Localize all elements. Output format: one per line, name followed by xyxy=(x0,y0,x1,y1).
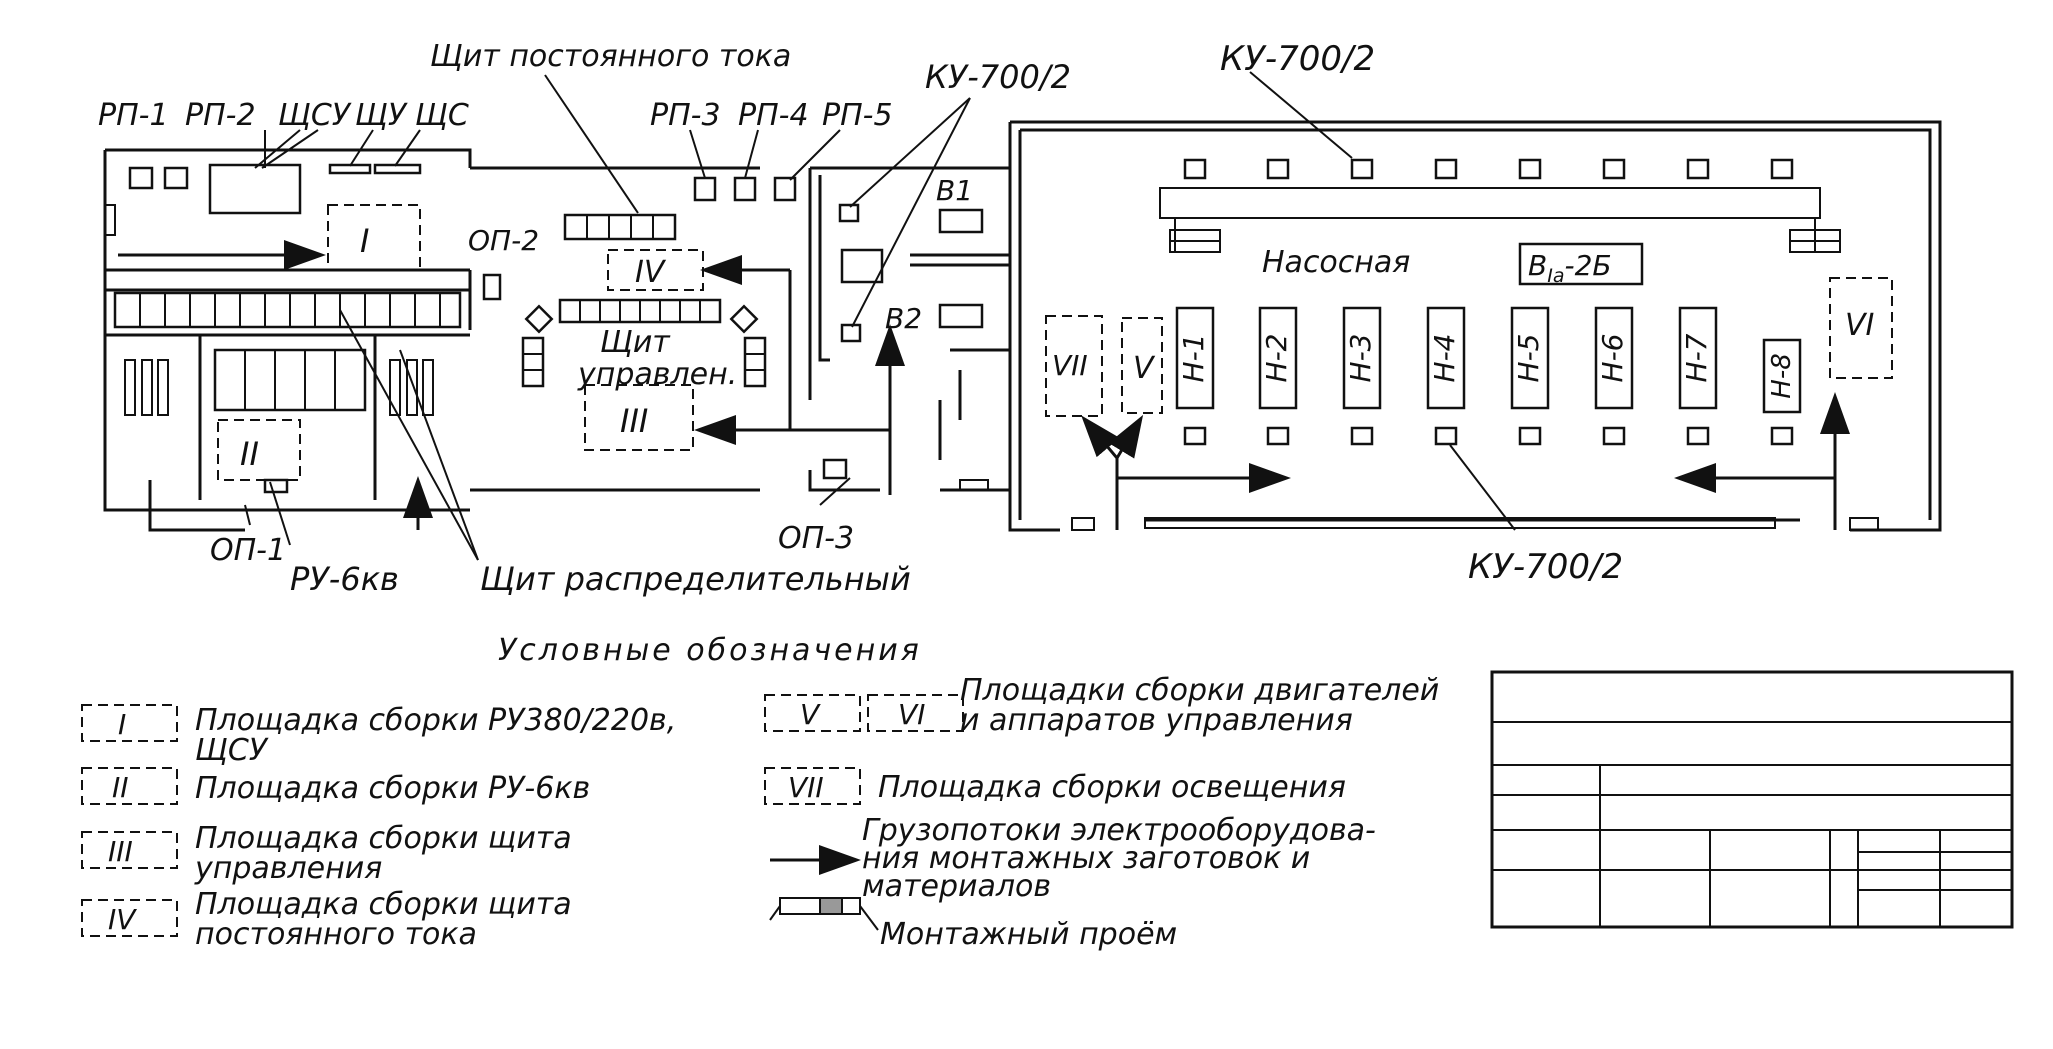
legend-i-text-2: ЩСУ xyxy=(195,733,269,768)
zone-v: V xyxy=(1133,351,1156,386)
legend-iii-text-2: управления xyxy=(194,851,382,886)
legend-opening-text: Монтажный проём xyxy=(880,917,1177,952)
zone-iii: III xyxy=(620,402,648,440)
distribution-board-label: Щит распределительный xyxy=(480,560,911,598)
leader-lines xyxy=(244,71,1516,561)
legend-iv-num: IV xyxy=(108,903,137,936)
pump-label-1: Н-1 xyxy=(1177,334,1210,383)
legend-v-num: V xyxy=(800,698,821,731)
pump-label-2: Н-2 xyxy=(1260,334,1293,383)
ku-top-row xyxy=(1183,158,1794,180)
dc-board-label: Щит постоянного тока xyxy=(430,39,791,74)
op3-label: ОП-3 xyxy=(778,521,854,556)
control-board-label-1: Щит xyxy=(600,325,671,360)
ku-label-bottom: КУ-700/2 xyxy=(1468,547,1623,587)
ru6-label: РУ-6кв xyxy=(290,560,399,598)
zone-vii: VII xyxy=(1052,349,1088,382)
rp3-rp5-panels xyxy=(693,176,797,202)
pump-label-5: Н-5 xyxy=(1512,334,1545,383)
transformer-cells xyxy=(124,359,434,416)
pump-label-8: Н-8 xyxy=(1767,353,1797,398)
op1-label: ОП-1 xyxy=(210,533,286,568)
pump-hall-walls xyxy=(1008,120,1942,532)
legend-vi-num: VI xyxy=(898,698,925,731)
legend-i-text-1: Площадка сборки РУ380/220в, xyxy=(195,703,676,738)
zone-vi: VI xyxy=(1845,308,1875,343)
shcsu-label: ЩСУ xyxy=(278,98,352,133)
pump-label-3: Н-3 xyxy=(1344,334,1377,383)
legend-iv-text-1: Площадка сборки щита xyxy=(195,887,572,922)
pump-room-label: Насосная xyxy=(1262,245,1410,280)
ku-bottom-row xyxy=(1183,426,1794,446)
title-block xyxy=(1490,670,2014,929)
rp3-label: РП-3 xyxy=(650,98,721,133)
zone-ii: II xyxy=(240,435,259,473)
pump-label-7: Н-7 xyxy=(1680,333,1713,382)
legend-iii-num: III xyxy=(108,835,133,868)
legend-arrow-text-2: ния монтажных заготовок и xyxy=(862,841,1310,876)
control-board-label-2: управлен. xyxy=(577,357,737,392)
explosion-class-box xyxy=(1518,242,1644,286)
legend-iii-swatch xyxy=(81,831,178,869)
op2-panel xyxy=(482,273,502,301)
legend-vi-swatch xyxy=(867,694,964,732)
legend-ii-text: Площадка сборки РУ-6кв xyxy=(195,771,590,806)
pump-label-4: Н-4 xyxy=(1428,334,1461,383)
ku-label-top: КУ-700/2 xyxy=(1220,39,1375,79)
legend-vvi-text-1: Площадки сборки двигателей xyxy=(960,673,1439,708)
legend-ii-swatch xyxy=(81,767,178,805)
rp2-label: РП-2 xyxy=(185,98,256,133)
legend-ii-num: II xyxy=(112,771,129,804)
legend-v-swatch xyxy=(764,694,861,732)
legend-vii-text: Площадка сборки освещения xyxy=(878,770,1346,805)
zone-i: I xyxy=(360,222,369,260)
zone-iv: IV xyxy=(635,255,667,290)
pump-units xyxy=(1175,306,1802,414)
legend-arrow-text-3: материалов xyxy=(862,869,1051,904)
rp1-label: РП-1 xyxy=(98,98,169,133)
legend-iv-swatch xyxy=(81,899,178,937)
legend-vvi-text-2: и аппаратов управления xyxy=(960,703,1353,738)
control-board xyxy=(521,298,767,388)
legend-iv-text-2: постоянного тока xyxy=(195,917,477,952)
shcs-label: ЩС xyxy=(415,98,469,133)
crane-rail xyxy=(1159,187,1841,253)
legend-opening-symbol xyxy=(769,897,879,931)
legend-vii-num: VII xyxy=(788,771,824,804)
legend-iii-text-1: Площадка сборки щита xyxy=(195,821,572,856)
legend-i-num: I xyxy=(118,708,126,741)
b2-label: В2 xyxy=(885,302,922,335)
ku-label-mid: КУ-700/2 xyxy=(925,58,1071,96)
pump-label-6: Н-6 xyxy=(1596,334,1629,383)
shchu-label: ЩУ xyxy=(355,98,408,133)
op2-label: ОП-2 xyxy=(468,224,539,257)
assembly-zones xyxy=(217,204,1893,481)
left-building-walls xyxy=(103,148,760,512)
class-label: BIa-2Б xyxy=(1528,249,1612,287)
legend-vii-swatch xyxy=(764,767,861,805)
legend-arrow-text-1: Грузопотоки электрооборудова- xyxy=(862,813,1376,848)
dc-board xyxy=(563,213,677,241)
legend-i-swatch xyxy=(81,704,178,742)
cargo-flow-arrows xyxy=(118,240,1850,532)
b1-label: В1 xyxy=(936,174,973,207)
rp5-label: РП-5 xyxy=(822,98,893,133)
legend-title: Условные обозначения xyxy=(498,633,922,668)
rp4-label: РП-4 xyxy=(738,98,809,133)
distribution-board-row xyxy=(113,291,462,329)
